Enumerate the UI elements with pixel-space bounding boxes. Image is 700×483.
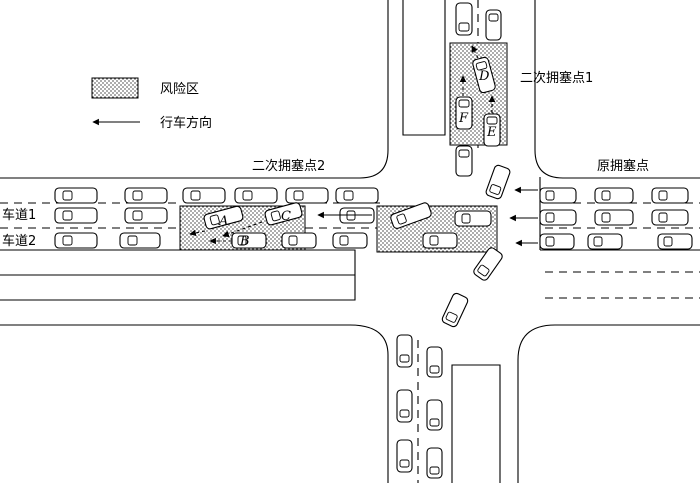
vehicle-w-12 — [281, 232, 317, 249]
vehicle-w-13 — [332, 232, 368, 249]
arrow-d — [471, 45, 479, 59]
label-congestion-secondary-1: 二次拥塞点1 — [520, 70, 593, 86]
vehicle-d — [472, 56, 496, 94]
vehicle-w-5 — [285, 187, 329, 204]
letter-d: D — [478, 69, 490, 84]
vehicle-e-5 — [594, 209, 634, 226]
vehicle-w-7 — [54, 207, 98, 224]
vehicle-e-4 — [539, 209, 577, 226]
legend-direction-label: 行车方向 — [160, 115, 212, 131]
vehicle-w-10 — [54, 232, 98, 249]
vehicle-s-6 — [426, 447, 443, 479]
label-congestion-original: 原拥塞点 — [597, 158, 649, 174]
vehicle-s-4 — [426, 399, 443, 431]
vehicle-w-6 — [335, 187, 379, 204]
vehicle-b — [231, 232, 267, 249]
vehicle-e-6 — [651, 209, 689, 226]
vehicle-n-6 — [455, 145, 473, 177]
vehicle-e-1 — [539, 187, 577, 204]
label-lane-2: 车道2 — [2, 233, 36, 249]
vehicle-turn-1 — [485, 164, 511, 200]
vehicle-turn-2 — [473, 247, 503, 281]
vehicle-s-2 — [426, 346, 443, 378]
vehicle-w-8 — [124, 207, 168, 224]
letter-c: C — [281, 209, 291, 224]
vehicle-center-1 — [390, 202, 432, 229]
legend-risk-label: 风险区 — [160, 82, 199, 97]
legend: 风险区 行车方向 — [91, 77, 212, 131]
arrow-a — [189, 229, 206, 237]
vehicle-e-8 — [587, 233, 623, 250]
vehicle-w-11 — [119, 232, 161, 249]
labels: 二次拥塞点1 二次拥塞点2 原拥塞点 车道1 车道2 — [2, 70, 649, 249]
vehicle-w-1 — [54, 187, 98, 204]
letter-f: F — [458, 111, 469, 126]
vehicle-center-3 — [422, 232, 458, 249]
arrow-c-to-a — [222, 221, 263, 238]
vehicle-f — [455, 96, 473, 130]
letter-e: E — [486, 125, 497, 140]
vehicle-s-1 — [396, 334, 413, 368]
vehicle-center-2 — [454, 210, 492, 227]
vehicle-s-5 — [396, 439, 413, 473]
label-congestion-secondary-2: 二次拥塞点2 — [252, 158, 325, 174]
vehicle-s-3 — [396, 389, 413, 423]
vehicle-e-3 — [651, 187, 689, 204]
vehicle-n-2 — [485, 9, 502, 41]
vehicles — [54, 2, 693, 479]
label-lane-1: 车道1 — [2, 207, 36, 223]
vehicle-turn-3 — [441, 292, 469, 328]
vehicle-n-1 — [455, 2, 473, 36]
vehicle-e — [483, 113, 501, 147]
vehicle-letters: A B C D E F — [218, 69, 497, 249]
vehicle-e-2 — [594, 187, 634, 204]
vehicle-e-7 — [539, 233, 575, 250]
letter-a: A — [218, 214, 228, 229]
legend-risk-swatch — [91, 77, 139, 99]
vehicle-w-2 — [124, 187, 168, 204]
vehicle-w-3 — [182, 187, 226, 204]
vehicle-a — [203, 205, 244, 230]
direction-arrows — [92, 45, 538, 247]
vehicle-w-4 — [234, 187, 278, 204]
vehicle-c — [264, 202, 303, 226]
vehicle-e-9 — [657, 233, 693, 250]
letter-b: B — [239, 234, 250, 249]
